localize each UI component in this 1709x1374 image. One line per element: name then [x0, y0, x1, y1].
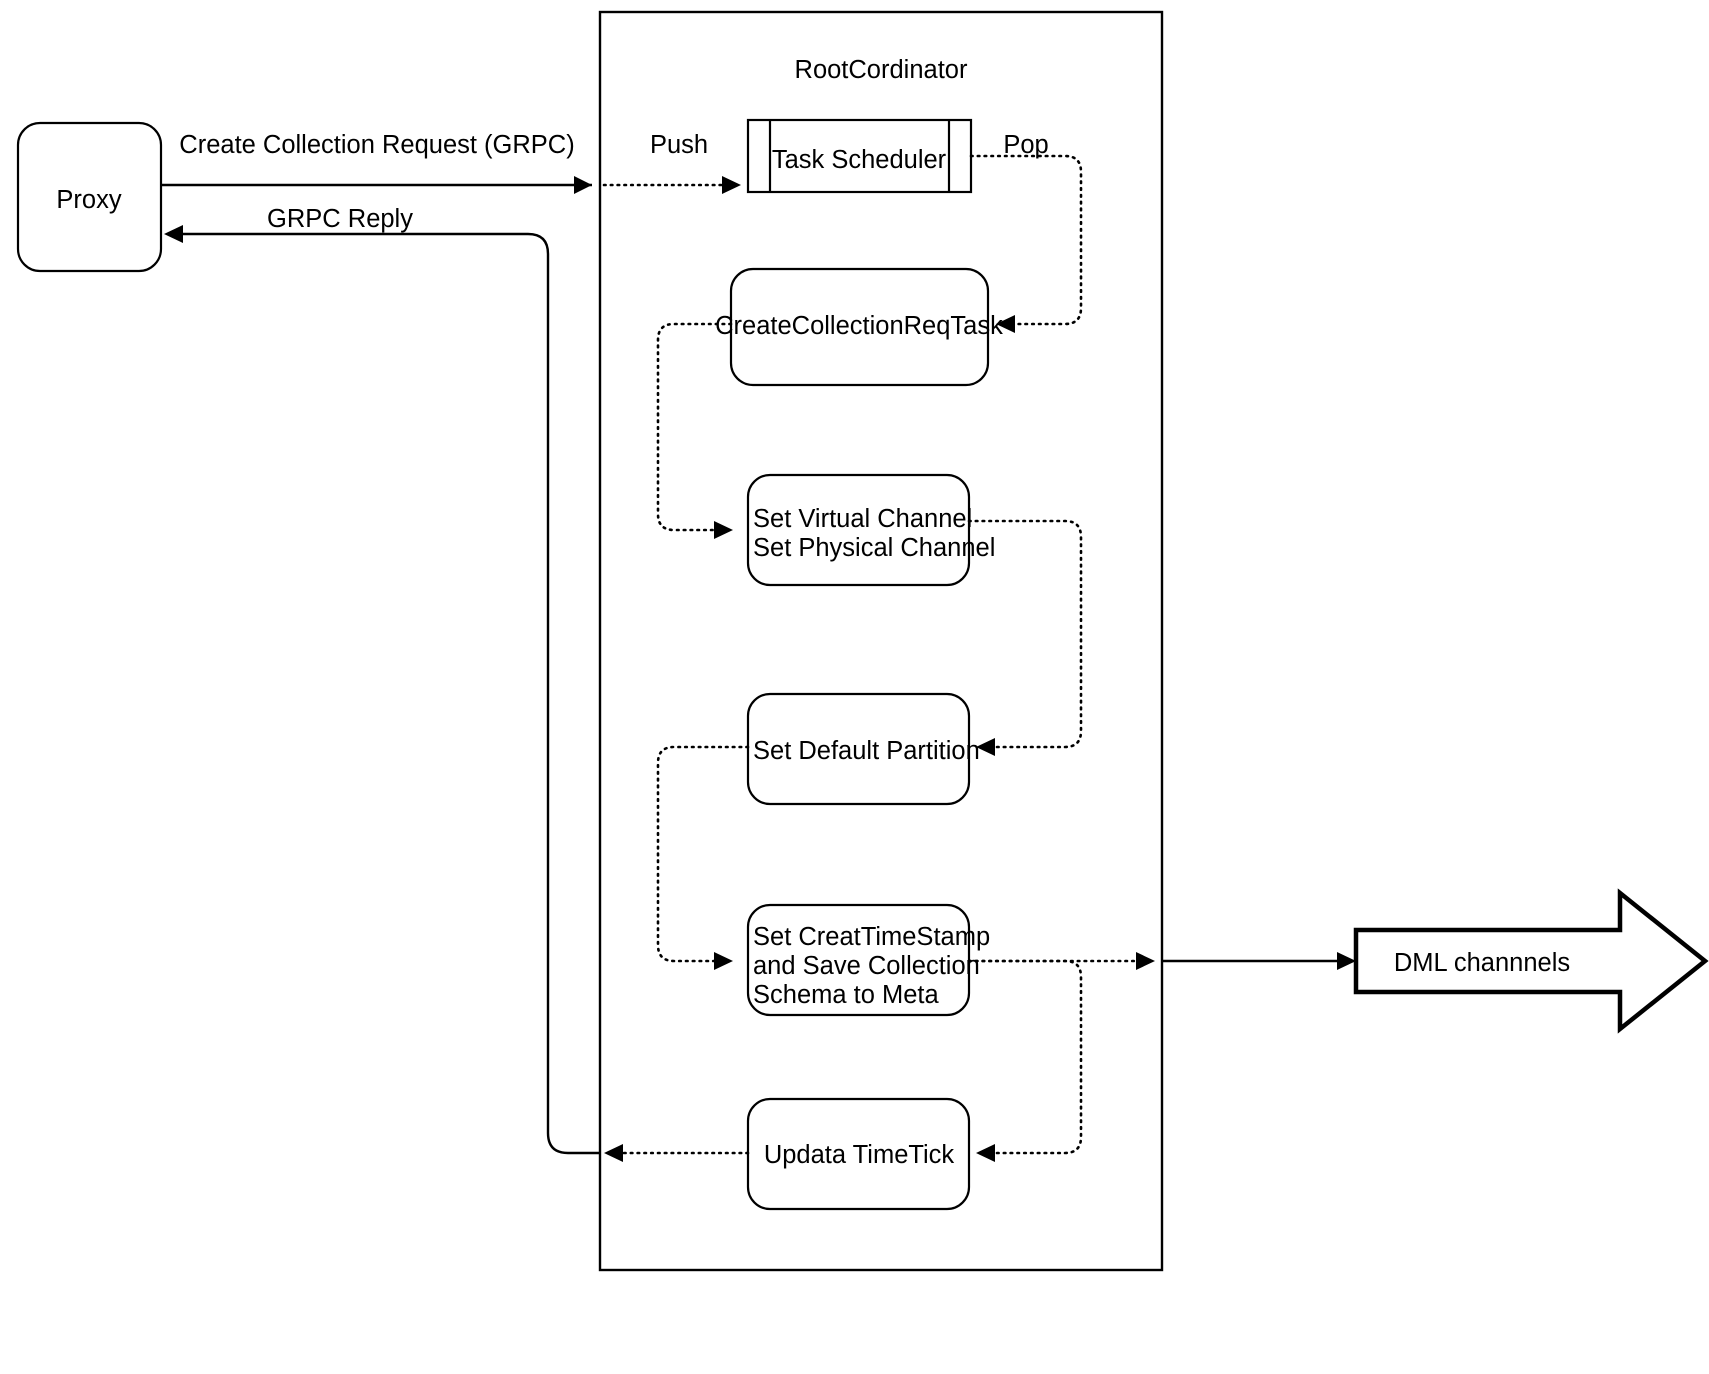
arrowhead-icon	[996, 315, 1015, 333]
edge-timetick-to-reply	[604, 1144, 750, 1162]
updata-timetick-label: Updata TimeTick	[764, 1141, 955, 1169]
edge-label-create-collection-request: Create Collection Request (GRPC)	[179, 131, 574, 159]
set-default-partition-label: Set Default Partition	[753, 737, 980, 765]
arrowhead-icon	[1337, 952, 1356, 970]
task-scheduler-label: Task Scheduler	[772, 146, 947, 174]
node-create-collection-req-task[interactable]: CreateCollectionReqTask	[715, 267, 1003, 387]
arrowhead-icon	[714, 521, 733, 539]
edge-channels-to-partition	[967, 519, 1083, 756]
set-virtual-channel-label: Set Virtual Channel	[753, 505, 972, 533]
node-task-scheduler[interactable]: Task Scheduler	[746, 118, 973, 194]
node-dml-channnels[interactable]: DML channnels	[1353, 888, 1709, 1034]
root-cordinator-label: RootCordinator	[795, 56, 968, 84]
arrowhead-icon	[604, 1144, 623, 1162]
proxy-label: Proxy	[56, 186, 121, 214]
arrowhead-icon	[976, 1144, 995, 1162]
edge-grpc-reply: GRPC Reply	[164, 205, 600, 1155]
edge-timestamp-to-timetick	[967, 959, 1083, 1162]
arrowhead-icon	[722, 176, 741, 194]
edge-push: Push	[602, 131, 741, 194]
node-set-default-partition[interactable]: Set Default Partition	[746, 692, 980, 806]
node-proxy[interactable]: Proxy	[16, 121, 163, 273]
set-creat-timestamp-line-3: Schema to Meta	[753, 981, 939, 1009]
arrowhead-icon	[574, 176, 592, 194]
create-collection-req-task-label: CreateCollectionReqTask	[715, 312, 1003, 340]
node-updata-timetick[interactable]: Updata TimeTick	[746, 1097, 971, 1211]
root-cordinator-container: RootCordinator	[598, 10, 1164, 1272]
edge-create-collection-request: Create Collection Request (GRPC)	[161, 131, 592, 194]
edge-label-pop: Pop	[1003, 131, 1048, 159]
arrowhead-icon	[714, 952, 733, 970]
set-creat-timestamp-line-2: and Save Collection	[753, 952, 980, 980]
set-creat-timestamp-line-1: Set CreatTimeStamp	[753, 923, 990, 951]
node-set-creat-timestamp[interactable]: Set CreatTimeStamp and Save Collection S…	[746, 903, 990, 1017]
arrowhead-icon	[164, 225, 183, 243]
edge-label-grpc-reply: GRPC Reply	[267, 205, 413, 233]
arrowhead-icon	[1136, 952, 1155, 970]
edge-partition-to-timestamp	[656, 745, 750, 970]
node-set-channels[interactable]: Set Virtual Channel Set Physical Channel	[746, 473, 995, 587]
edge-pop: Pop	[969, 131, 1083, 333]
arrowhead-icon	[976, 738, 995, 756]
edge-label-push: Push	[650, 131, 708, 159]
set-physical-channel-label: Set Physical Channel	[753, 534, 995, 562]
edge-task-to-channels	[656, 322, 733, 539]
dml-channnels-label: DML channnels	[1394, 949, 1570, 977]
